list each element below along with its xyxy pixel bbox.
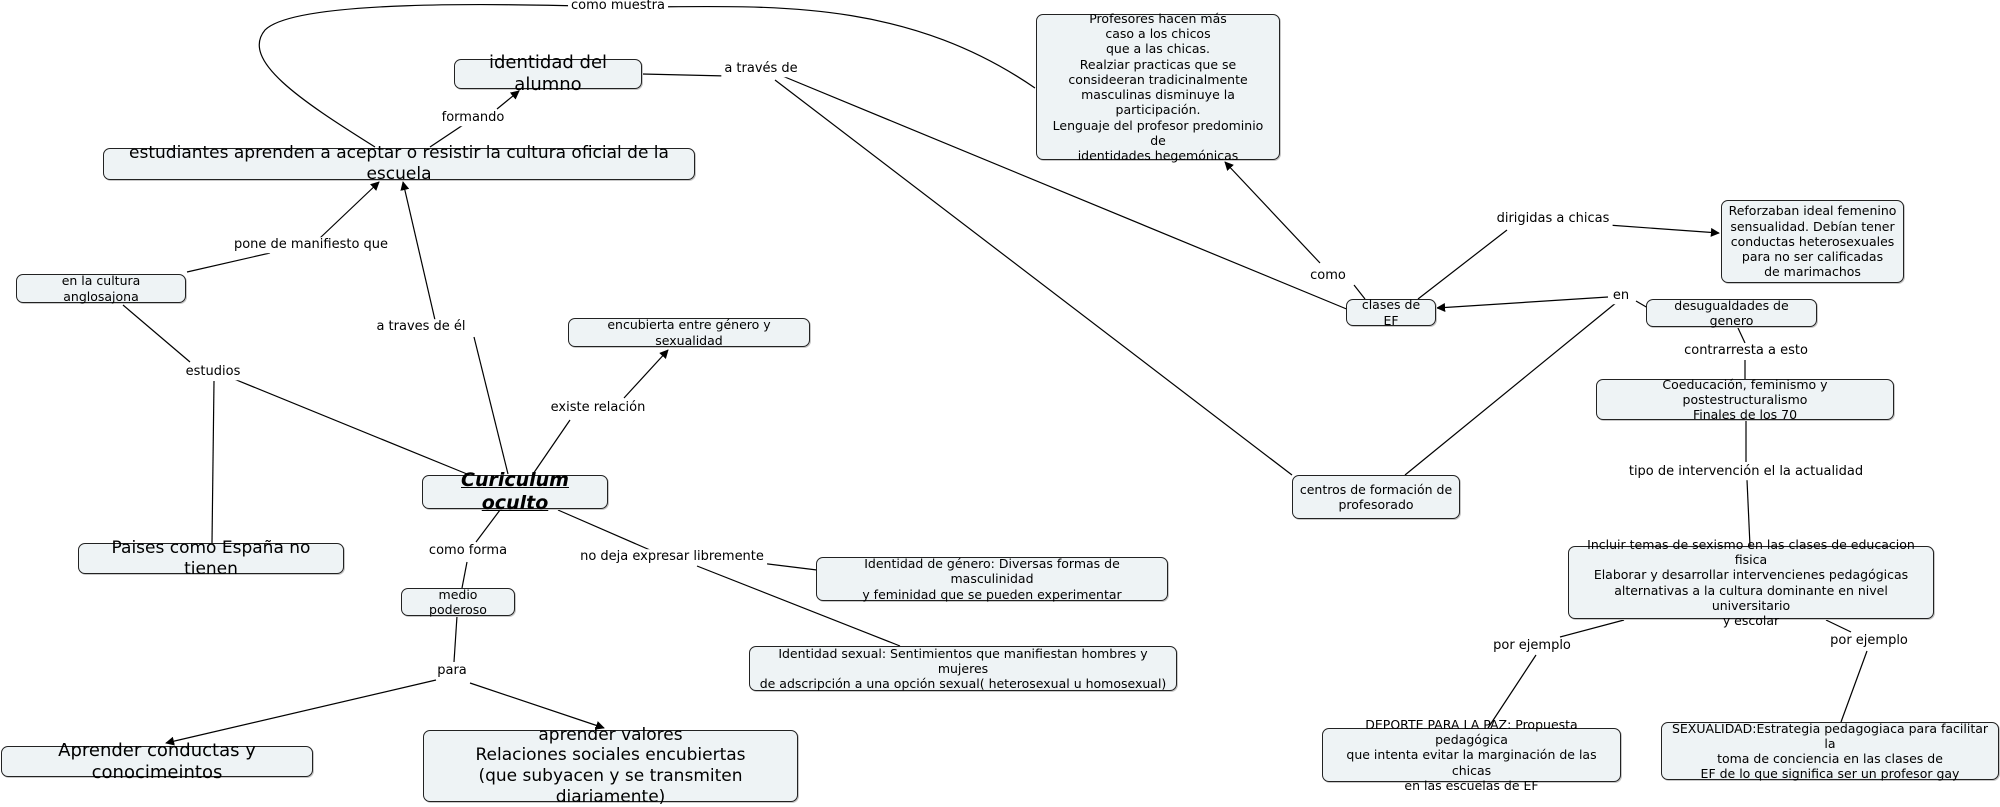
node-encubierta[interactable]: encubierta entre género y sexualidad: [568, 317, 810, 348]
connector-como-profesores: [1224, 161, 1321, 264]
label-contrarresta: contrarresta a esto: [1681, 343, 1811, 359]
connector-curiculum-nodeja: [557, 509, 651, 551]
label-como-forma: como forma: [425, 543, 511, 559]
label-como: como: [1307, 268, 1349, 284]
connector-desigualdades-contrarresta: [1737, 327, 1746, 344]
connector-estudios-espana: [211, 380, 215, 544]
node-profesores[interactable]: Profesores hacen más caso a los chicos q…: [1036, 11, 1280, 163]
connector-clases-como: [1353, 284, 1366, 300]
connector-estudios-anglosajona: [122, 304, 191, 363]
connector-nodeja-genero: [759, 562, 818, 571]
connector-para-valores: [469, 682, 605, 730]
label-por-ejemplo-1: por ejemplo: [1490, 638, 1574, 654]
node-anglosajona[interactable]: en la cultura anglosajona: [16, 273, 186, 304]
connector-porejemplo1-deporte: [1487, 654, 1537, 729]
connector-como-muestra: [258, 3, 1036, 148]
connector-incluir-porejemplo1: [1559, 619, 1625, 638]
node-centros[interactable]: centros de formación de profesorado: [1292, 475, 1460, 519]
node-coeducacion[interactable]: Coeducación, feminismo y postestructural…: [1596, 377, 1894, 422]
connector-atravesel-estudiantes: [400, 181, 436, 321]
connector-formando-b: [496, 90, 520, 110]
node-sexualidad[interactable]: SEXUALIDAD:Estrategia pedagogiaca para f…: [1661, 721, 1999, 781]
node-reforzaban[interactable]: Reforzaban ideal femenino sensualidad. D…: [1721, 200, 1904, 283]
connector-en-clases: [1436, 296, 1609, 312]
node-estudiantes[interactable]: estudiantes aprenden a aceptar o resisti…: [103, 143, 695, 184]
connector-curiculum-comoforma: [475, 509, 501, 543]
label-por-ejemplo-2: por ejemplo: [1827, 633, 1911, 649]
node-identidad-alumno[interactable]: identidad del alumno: [454, 52, 642, 95]
node-espana[interactable]: Paises como España no tienen: [78, 538, 344, 579]
node-conductas[interactable]: Aprender conductas y conocimeintos: [1, 740, 313, 783]
connector-tipo-incluir: [1746, 479, 1751, 547]
connector-para-conductas: [165, 679, 437, 746]
connector-clases-dirigidas: [1417, 229, 1508, 300]
connector-curiculum-existe: [532, 419, 571, 475]
connector-centros-en: [1404, 301, 1618, 476]
label-a-traves-de: a través de: [721, 61, 801, 77]
connector-incluir-porejemplo2: [1825, 619, 1852, 633]
node-deporte[interactable]: DEPORTE PARA LA PAZ: Propuesta pedagógic…: [1322, 717, 1621, 793]
node-identidad-sexual[interactable]: Identidad sexual: Sentimientos que manif…: [749, 646, 1177, 691]
node-curiculum-oculto[interactable]: Curiculum oculto: [422, 469, 608, 514]
label-no-deja-expresar: no deja expresar libremente: [577, 549, 767, 565]
connector-curiculum-atravesel: [473, 336, 509, 475]
label-en: en: [1609, 288, 1633, 304]
label-pone-de-manifiesto: pone de manifiesto que: [230, 237, 392, 253]
label-formando: formando: [438, 110, 508, 126]
connector-medio-para: [453, 615, 458, 663]
connector-identidad-atraves: [641, 73, 728, 77]
node-valores[interactable]: aprender valores Relaciones sociales enc…: [423, 725, 798, 807]
label-existe-relacion: existe relación: [547, 400, 649, 416]
label-estudios: estudios: [182, 364, 244, 380]
connector-existe-encubierta: [623, 349, 669, 399]
connector-atraves-clases: [779, 74, 1350, 311]
connector-pone-estudiantes: [319, 181, 380, 239]
connector-atraves-centros: [774, 79, 1293, 476]
label-tipo-intervencion: tipo de intervención el la actualidad: [1625, 464, 1867, 480]
connector-dirigidas-reforzaban: [1607, 224, 1720, 237]
connector-comoforma-medio: [461, 561, 468, 589]
node-incluir[interactable]: Incluir temas de sexismo en las clases d…: [1568, 537, 1934, 628]
node-identidad-genero[interactable]: Identidad de género: Diversas formas de …: [816, 556, 1168, 602]
label-dirigidas-a-chicas: dirigidas a chicas: [1493, 211, 1613, 227]
node-clases-ef[interactable]: clases de EF: [1346, 297, 1436, 328]
node-desigualdades[interactable]: desugualdades de genero: [1646, 298, 1817, 328]
connector-nodeja-sexual: [696, 565, 901, 647]
connector-anglosajona-pone: [186, 252, 271, 273]
connector-porejemplo2-sexualidad: [1840, 650, 1868, 723]
label-para: para: [434, 663, 470, 679]
label-como-muestra: como muestra: [568, 0, 668, 14]
connector-formando-a: [429, 124, 464, 148]
node-medio-poderoso[interactable]: medio poderoso: [401, 587, 515, 617]
connector-curiculum-estudios: [233, 378, 468, 475]
label-a-traves-de-el: a traves de él: [373, 319, 469, 335]
